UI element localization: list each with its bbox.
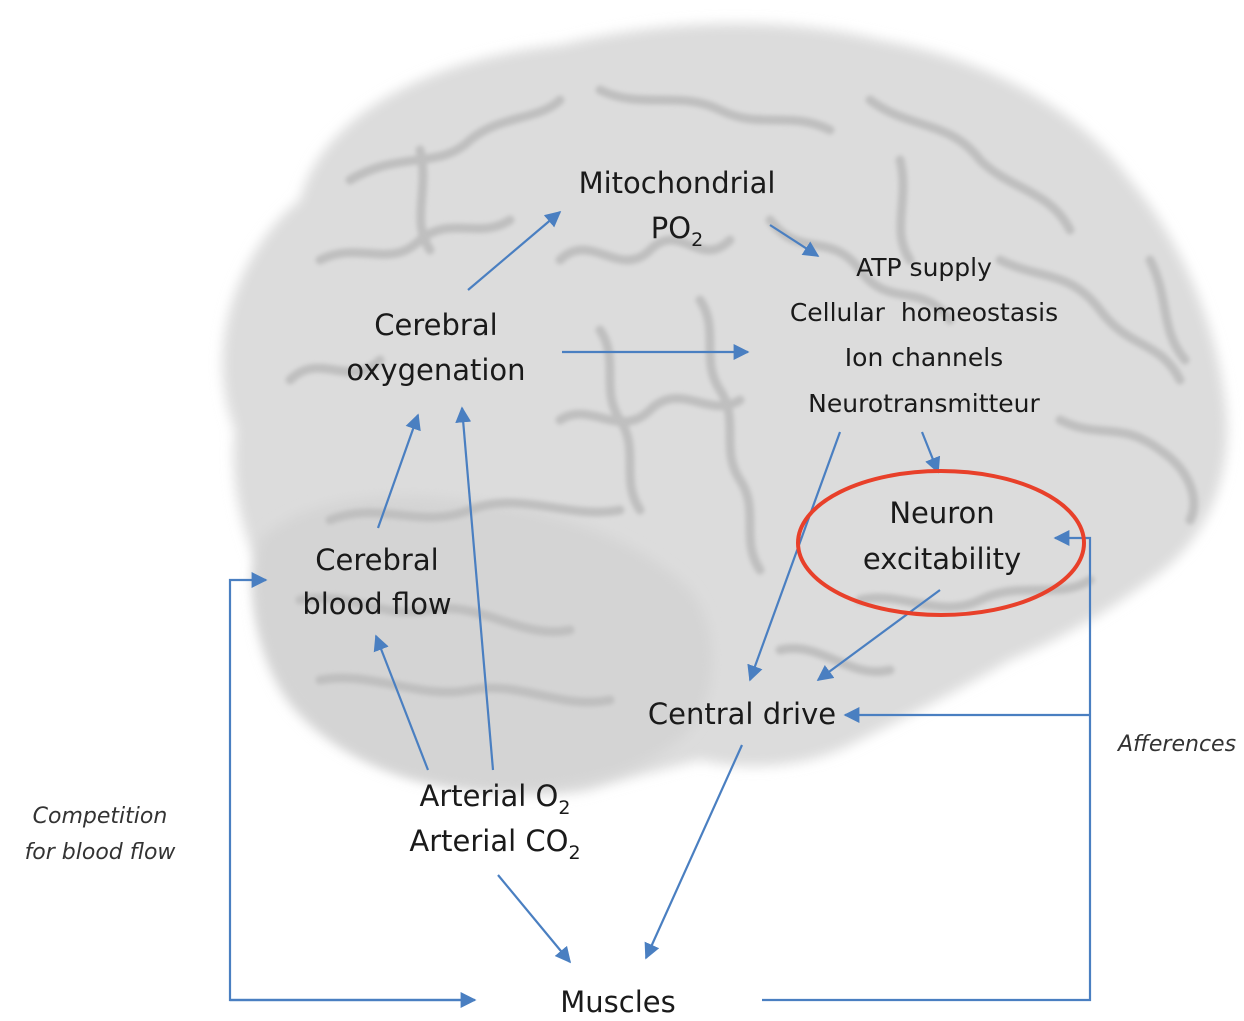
cerebral-oxygenation-line2: oxygenation [346,353,525,387]
node-central-drive: Central drive [648,697,836,731]
arterial-co2-line: Arterial CO2 [409,824,580,864]
mitochondrial-line1: Mitochondrial [579,166,776,200]
cellular-line-ion-channels: Ion channels [845,343,1003,372]
competition-line1: Competition [33,804,168,829]
cerebral-oxygenation-line1: Cerebral [374,308,497,342]
cellular-line-neurotransmitteur: Neurotransmitteur [808,389,1040,418]
arterial-co2-main: Arterial CO [409,824,568,858]
arterial-o2-subscript: 2 [558,797,570,819]
central-drive-label: Central drive [648,697,836,731]
brain-illustration [223,24,1227,795]
po-subscript: 2 [691,229,703,251]
arrow-arterial-to-muscles [498,875,570,962]
cellular-line-homeostasis: Cellular homeostasis [790,298,1058,327]
cerebral-blood-flow-line2: blood flow [302,587,451,621]
node-muscles: Muscles [560,985,675,1019]
side-label-competition: Competition for blood flow [25,804,177,865]
cerebral-blood-flow-line1: Cerebral [315,543,438,577]
arterial-co2-subscript: 2 [568,842,580,864]
po-main: PO [651,211,691,245]
muscles-label: Muscles [560,985,675,1019]
arterial-o2-main: Arterial O [420,779,559,813]
neuron-excitability-line2: excitability [863,542,1021,576]
cellular-line-atp: ATP supply [856,253,992,282]
afferences-label: Afferences [1116,732,1236,757]
side-label-afferences: Afferences [1116,732,1236,757]
neuron-excitability-line1: Neuron [889,496,994,530]
node-arterial: Arterial O2 Arterial CO2 [409,779,580,864]
arrow-central-drive-to-muscles [646,745,742,958]
competition-line2: for blood flow [25,840,177,865]
arterial-o2-line: Arterial O2 [420,779,571,819]
